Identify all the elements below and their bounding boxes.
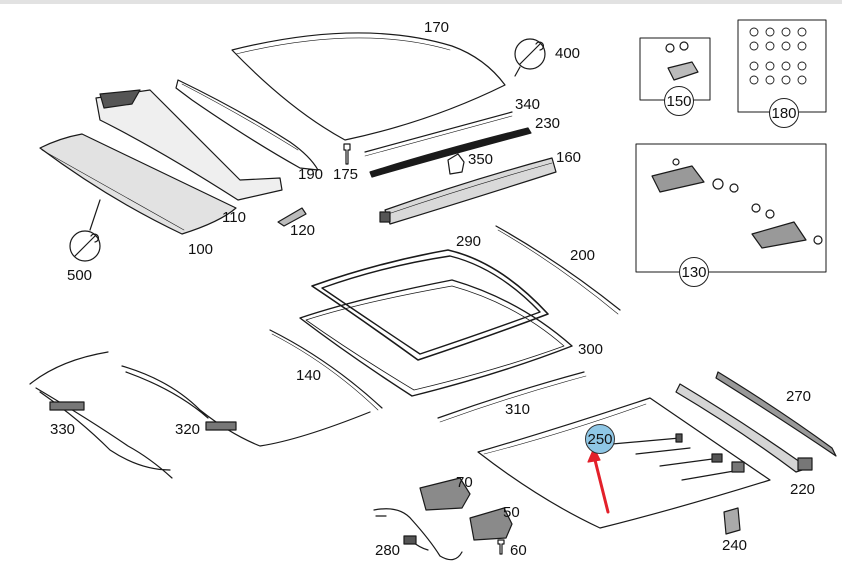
part-label-270[interactable]: 270 [786,388,812,405]
part-label-190[interactable]: 190 [298,166,324,183]
panel-100 [39,133,237,235]
wrench-icon-400 [514,38,546,77]
strip-140 [269,329,383,409]
part-label-240[interactable]: 240 [722,537,748,554]
part-label-140[interactable]: 140 [296,367,322,384]
rail-270 [715,371,837,457]
frame-190 [175,79,319,171]
strip-200 [495,225,621,311]
seal-300 [299,279,573,397]
clip-120 [277,207,307,227]
screw-60 [497,539,505,555]
part-label-110[interactable]: 110 [222,209,246,226]
motor-50 [469,507,513,541]
part-label-500[interactable]: 500 [67,267,93,284]
part-label-100[interactable]: 100 [188,241,214,258]
strip-340 [364,111,513,153]
part-label-400[interactable]: 400 [555,45,581,62]
part-label-170[interactable]: 170 [424,19,450,36]
roof-panel-170 [231,32,506,141]
part-label-350[interactable]: 350 [468,151,494,168]
motor-70 [419,477,471,511]
pointer-arrow [592,454,610,514]
cable-320 [121,365,371,447]
seal-230 [369,127,532,178]
part-label-180[interactable]: 180 [769,98,799,128]
bolt-175 [343,143,351,165]
strip-310 [437,371,585,419]
panel-250 [477,397,771,529]
rail-220 [675,383,809,473]
part-label-60[interactable]: 60 [510,542,527,559]
part-label-120[interactable]: 120 [290,222,316,239]
clip-350 [447,153,465,175]
part-label-310[interactable]: 310 [505,401,531,418]
part-label-220[interactable]: 220 [790,481,816,498]
part-label-230[interactable]: 230 [535,115,561,132]
box-130 [635,143,827,273]
part-label-290[interactable]: 290 [456,233,482,250]
deflector-110 [95,89,283,201]
rail-160 [384,157,557,225]
part-label-175[interactable]: 175 [333,166,359,183]
part-label-280[interactable]: 280 [375,542,401,559]
top-strip [0,0,842,4]
part-label-340[interactable]: 340 [515,96,541,113]
part-label-300[interactable]: 300 [578,341,604,358]
part-label-250-highlighted[interactable]: 250 [585,424,615,454]
part-label-330[interactable]: 330 [50,421,76,438]
part-label-150[interactable]: 150 [664,86,694,116]
part-label-320[interactable]: 320 [175,421,201,438]
cable-330 [29,351,173,479]
part-label-200[interactable]: 200 [570,247,596,264]
part-label-130[interactable]: 130 [679,257,709,287]
module-240 [723,507,741,535]
part-label-70[interactable]: 70 [456,474,473,491]
wrench-icon-500 [69,199,101,262]
part-label-160[interactable]: 160 [556,149,582,166]
part-label-50[interactable]: 50 [503,504,520,521]
frame-290 [311,249,549,361]
